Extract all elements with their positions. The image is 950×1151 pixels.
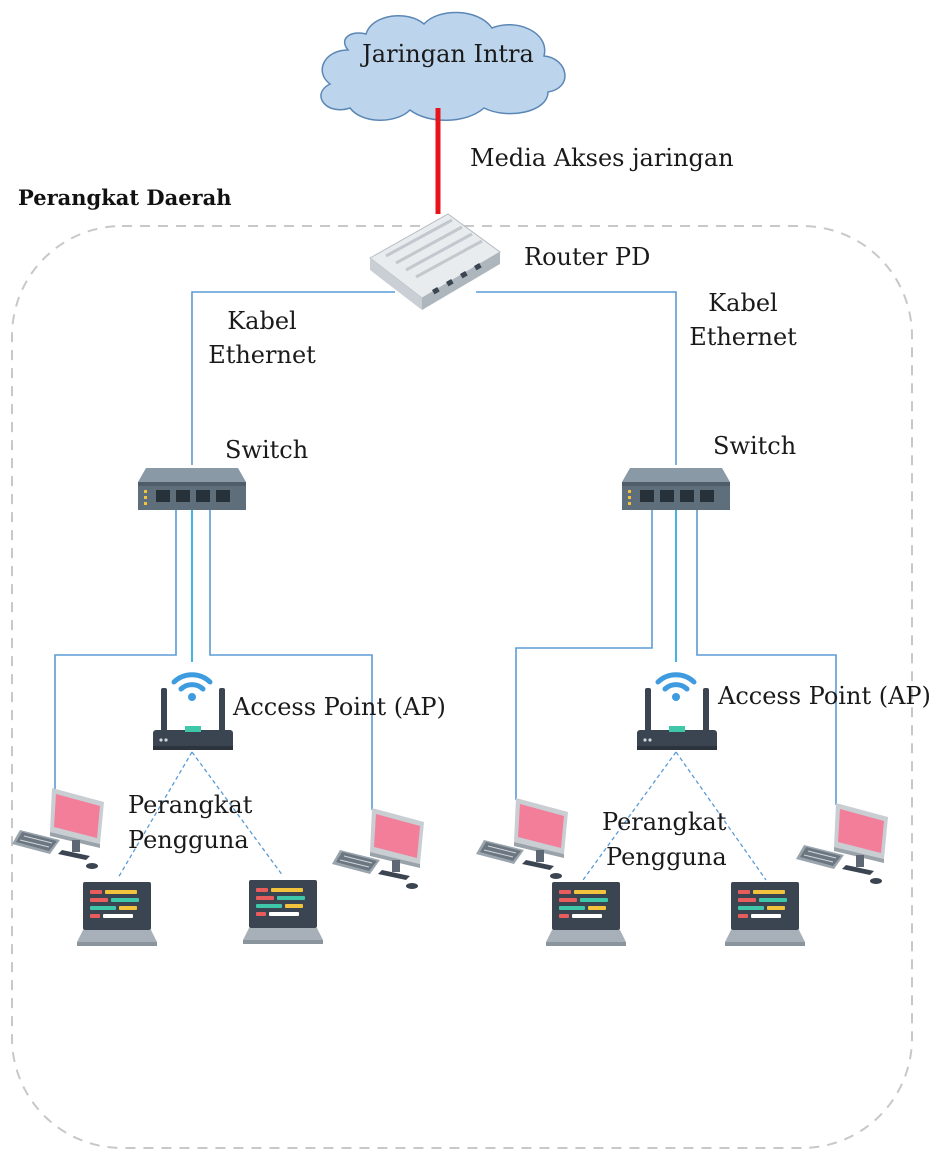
left-ap-label: Access Point (AP) bbox=[232, 693, 446, 721]
left-wifi-link-1 bbox=[117, 751, 193, 879]
router-label: Router PD bbox=[524, 243, 650, 271]
left-wire-to-desktop-1 bbox=[54, 510, 177, 800]
right-laptop-icon-1 bbox=[546, 882, 626, 946]
area-title: Perangkat Daerah bbox=[18, 185, 232, 210]
left-devices-label-line1: Perangkat bbox=[128, 791, 253, 819]
left-desktop-computer-icon-2 bbox=[331, 807, 425, 890]
right-wifi-link-2 bbox=[675, 751, 767, 881]
right-switch-label: Switch bbox=[713, 432, 796, 460]
right-laptop-icon-2 bbox=[725, 882, 805, 946]
right-devices-label-line1: Perangkat bbox=[602, 808, 727, 836]
right-ethernet-cable bbox=[476, 291, 677, 465]
left-wifi-link-2 bbox=[191, 751, 284, 877]
right-desktop-computer-icon-2 bbox=[795, 802, 889, 885]
uplink-label: Media Akses jaringan bbox=[470, 144, 734, 172]
left-laptop-icon-1 bbox=[77, 882, 157, 946]
left-cable-label-line1: Kabel bbox=[227, 307, 296, 335]
wifi-icon bbox=[658, 675, 694, 701]
cloud-icon bbox=[320, 11, 566, 121]
left-cable-label-line2: Ethernet bbox=[208, 341, 316, 369]
router-icon bbox=[369, 213, 501, 310]
left-switch-label: Switch bbox=[225, 436, 308, 464]
right-ap-label: Access Point (AP) bbox=[717, 682, 931, 710]
right-cable-label-line2: Ethernet bbox=[689, 323, 797, 351]
right-desktop-computer-icon-1 bbox=[475, 797, 569, 880]
left-ethernet-cable bbox=[191, 291, 395, 465]
right-switch-icon bbox=[622, 468, 730, 510]
left-laptop-icon-2 bbox=[243, 880, 323, 944]
right-cable-label-line1: Kabel bbox=[708, 289, 777, 317]
right-wifi-link-1 bbox=[582, 751, 677, 881]
right-devices-label-line2: Pengguna bbox=[606, 843, 727, 871]
left-desktop-computer-icon-1 bbox=[11, 787, 105, 870]
right-wire-to-desktop-1 bbox=[515, 510, 653, 800]
left-devices-label-line2: Pengguna bbox=[128, 826, 249, 854]
left-wire-to-desktop-2 bbox=[209, 510, 373, 810]
left-switch-icon bbox=[138, 468, 246, 510]
wifi-icon bbox=[174, 675, 210, 701]
right-wire-to-desktop-2 bbox=[696, 510, 837, 805]
cloud-label: Jaringan Intra bbox=[359, 40, 534, 68]
